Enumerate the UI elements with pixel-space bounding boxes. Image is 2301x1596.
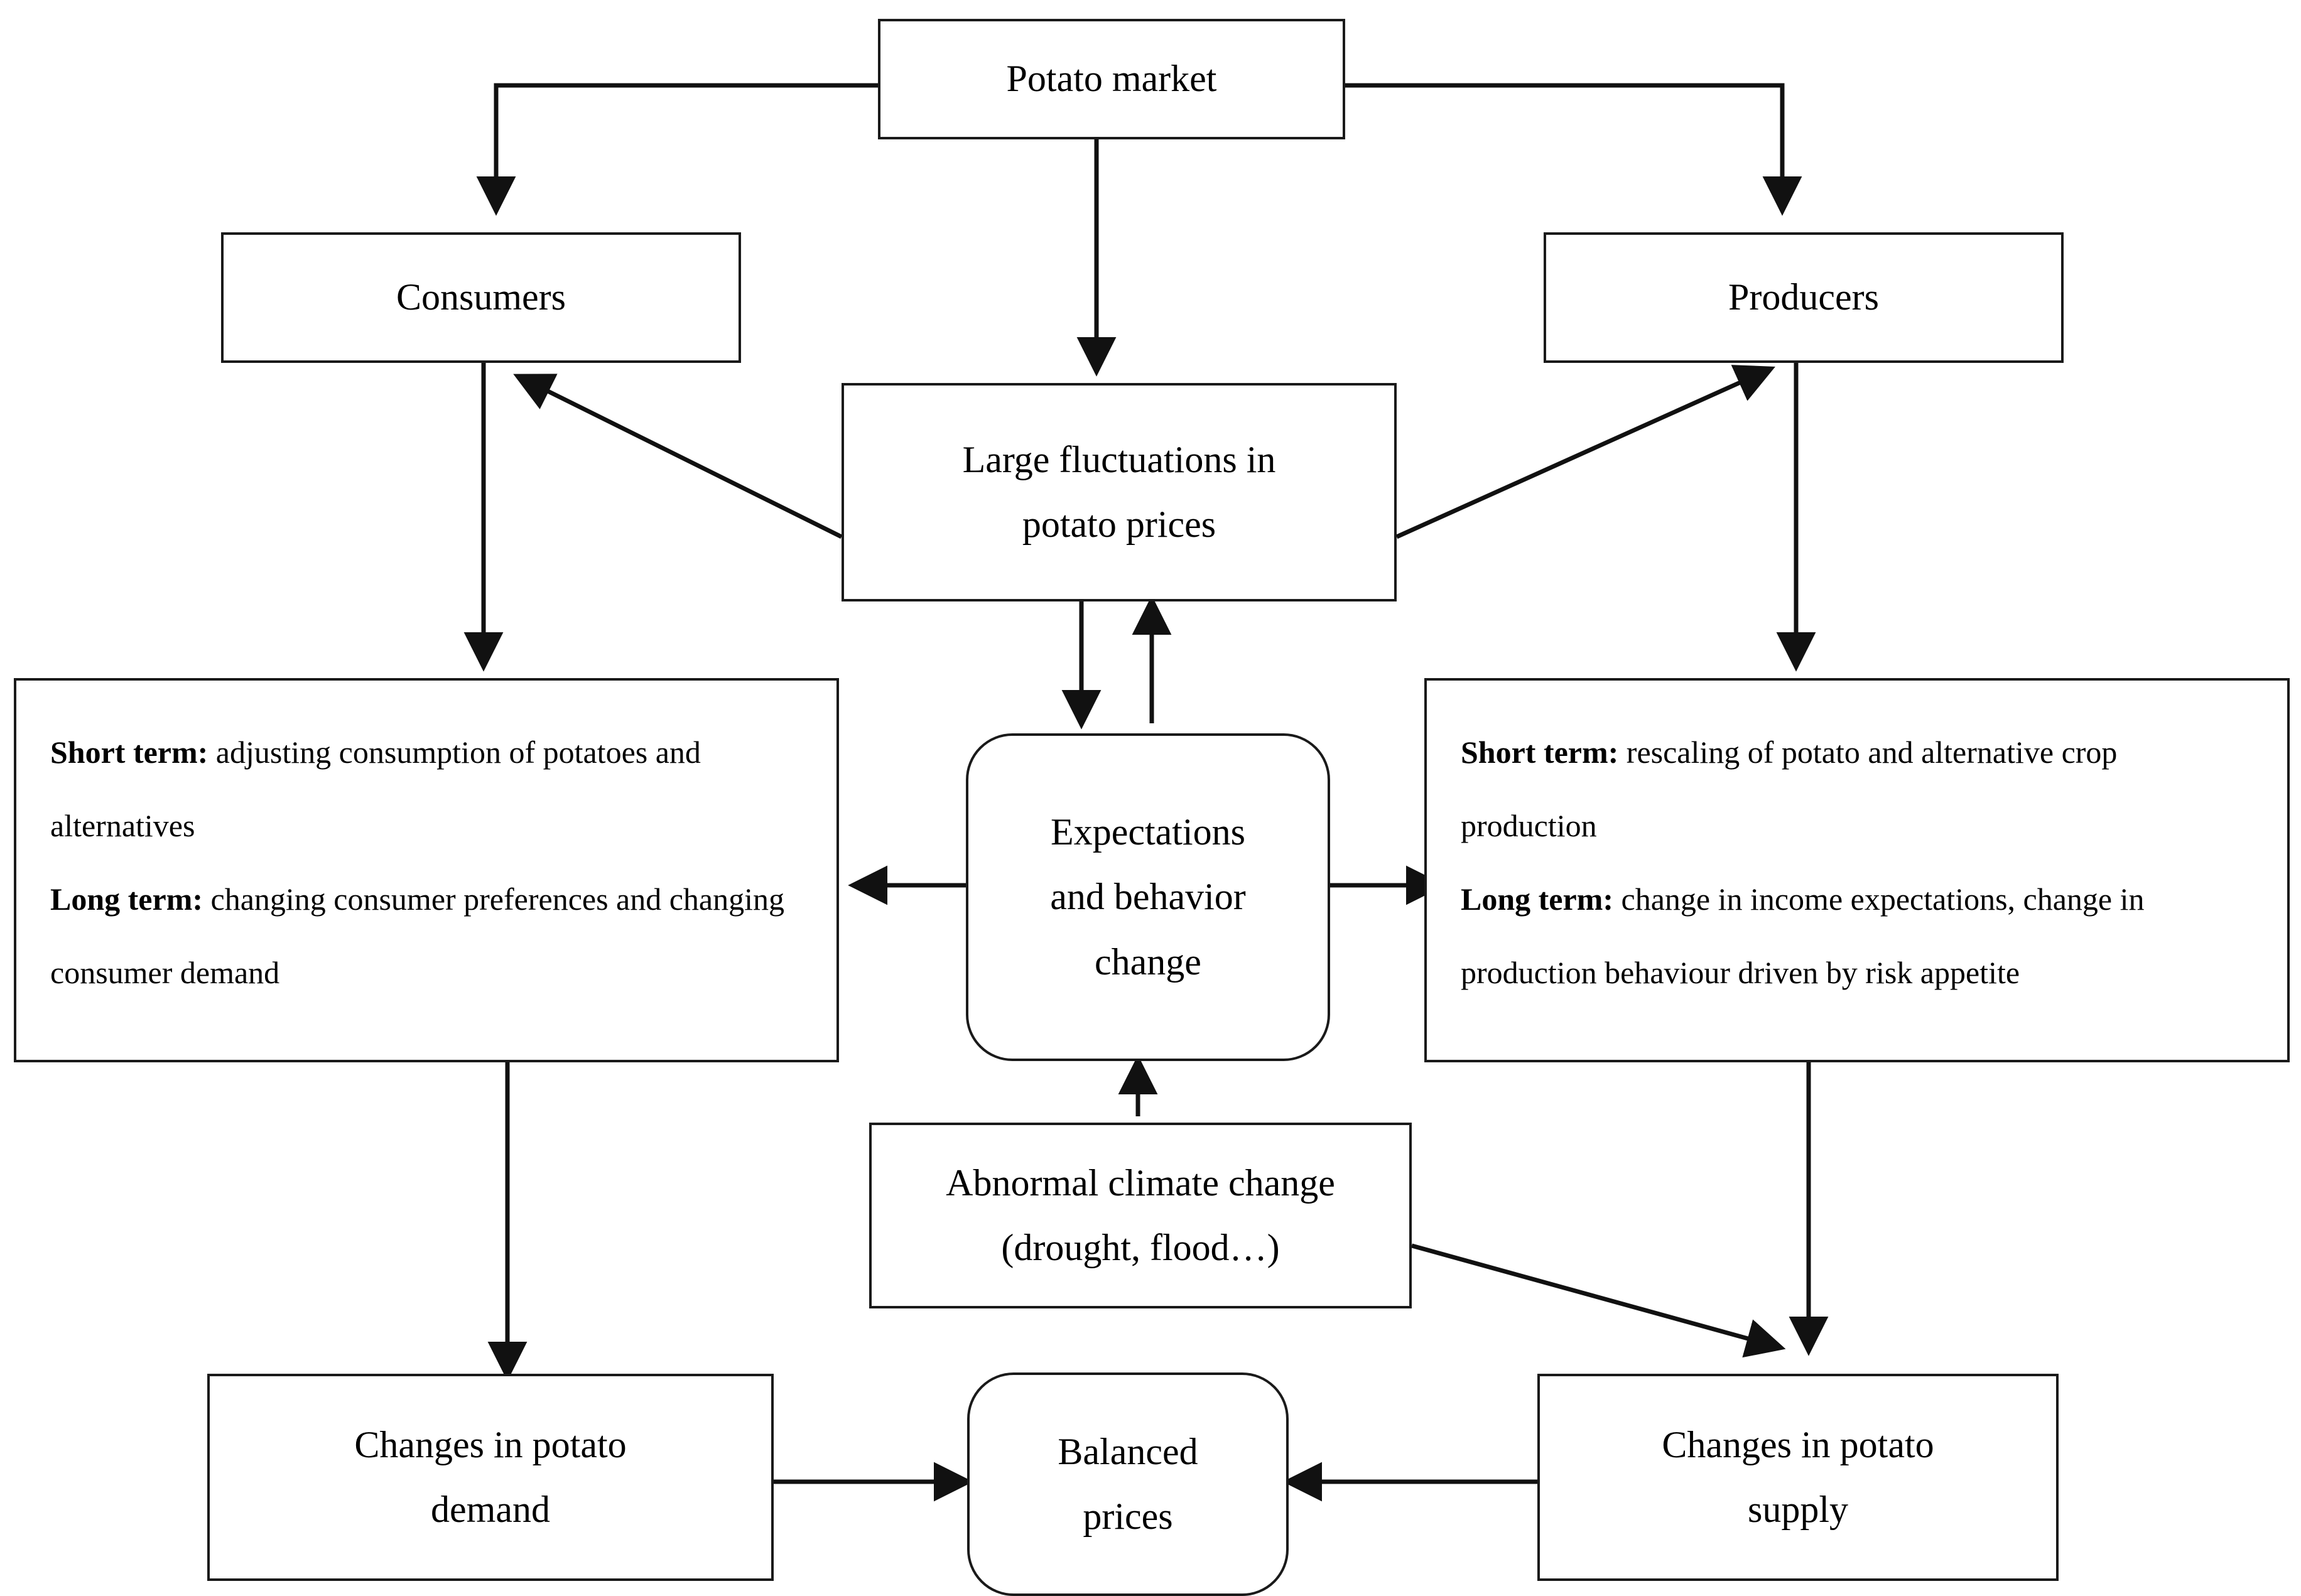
node-consumers-label: Consumers (396, 276, 566, 318)
consumer-panel-short-term-text: adjusting consumption of potatoes and al… (50, 735, 701, 843)
consumer-panel-long-term-text: changing consumer preferences and changi… (50, 882, 785, 990)
producer-panel-short-term-label: Short term: (1461, 735, 1619, 770)
node-demand-label-line1: Changes in potato (354, 1423, 627, 1465)
producer-panel-long-term: Long term: change in income expectations… (1461, 863, 2253, 1010)
node-supply-label-line1: Changes in potato (1662, 1423, 1934, 1465)
node-expectations-label-line2: and behavior (1050, 876, 1246, 918)
edge-market-to-producers (1345, 83, 1802, 216)
producer-panel-short-term: Short term: rescaling of potato and alte… (1461, 716, 2253, 863)
producer-panel-long-term-text: change in income expectations, change in… (1461, 882, 2145, 990)
node-potato-market[interactable]: Potato market (878, 19, 1345, 139)
node-balanced-prices-label-line1: Balanced (1058, 1430, 1198, 1472)
edge-climate-to-supply (1411, 1243, 1786, 1358)
node-consumers[interactable]: Consumers (221, 232, 741, 363)
node-large-fluctuations-label-line2: potato prices (1022, 504, 1216, 545)
edge-market-to-consumers (476, 83, 878, 216)
node-climate-label-line1: Abnormal climate change (946, 1162, 1335, 1204)
producer-panel-short-term-text: rescaling of potato and alternative crop… (1461, 735, 2118, 843)
consumer-panel-short-term-label: Short term: (50, 735, 208, 770)
node-expectations-label-line1: Expectations (1051, 811, 1245, 853)
edge-fluctuations-to-producers (1395, 365, 1775, 539)
node-large-fluctuations-label-line1: Large fluctuations in (962, 438, 1276, 480)
node-demand-label-line2: demand (431, 1489, 550, 1530)
consumer-panel-short-term: Short term: adjusting consumption of pot… (50, 716, 803, 863)
consumer-panel-long-term-label: Long term: (50, 882, 203, 917)
consumer-panel-long-term: Long term: changing consumer preferences… (50, 863, 803, 1010)
node-supply-label-line2: supply (1747, 1489, 1849, 1530)
node-climate-label-line2: (drought, flood…) (1001, 1227, 1280, 1268)
producer-panel-long-term-label: Long term: (1461, 882, 1613, 917)
node-consumer-detail-panel[interactable]: Short term: adjusting consumption of pot… (14, 678, 839, 1062)
node-balanced-prices[interactable]: Balanced prices (967, 1372, 1289, 1596)
node-producers[interactable]: Producers (1544, 232, 2064, 363)
edge-fluctuations-to-consumers (513, 374, 843, 539)
node-large-fluctuations[interactable]: Large fluctuations in potato prices (842, 383, 1397, 601)
node-abnormal-climate-change[interactable]: Abnormal climate change (drought, flood…… (869, 1123, 1412, 1308)
node-balanced-prices-label-line2: prices (1083, 1496, 1173, 1537)
node-changes-in-potato-supply[interactable]: Changes in potato supply (1537, 1374, 2059, 1581)
node-expectations-and-behavior-change[interactable]: Expectations and behavior change (966, 733, 1330, 1061)
node-changes-in-potato-demand[interactable]: Changes in potato demand (207, 1374, 774, 1581)
node-producers-label: Producers (1728, 276, 1879, 318)
node-potato-market-label: Potato market (1006, 58, 1217, 100)
node-producer-detail-panel[interactable]: Short term: rescaling of potato and alte… (1424, 678, 2290, 1062)
node-expectations-label-line3: change (1095, 941, 1201, 983)
